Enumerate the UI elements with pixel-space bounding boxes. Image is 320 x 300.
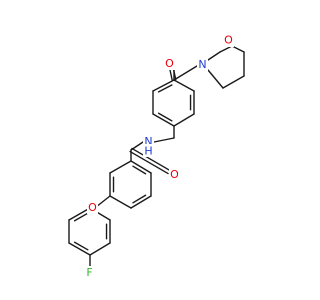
lower-ring-bond-2 <box>68 242 91 256</box>
atom-label-o-morpholine: O <box>224 34 233 47</box>
upper-ring-bond-0 <box>173 79 195 92</box>
lower-ring-inner-bond-4 <box>73 212 89 222</box>
structure-canvas: O N O N H O O F <box>68 34 245 279</box>
amide-carbonyl-double-a <box>129 150 169 175</box>
atom-o-amide: O <box>169 168 180 181</box>
atom-label-n-amide: N <box>144 135 152 148</box>
middle-ring-inner-bond-2 <box>132 194 147 204</box>
morpholine-bond-5 <box>207 69 224 89</box>
atom-label-f-fluoro: F <box>86 266 92 279</box>
middle-ring-bond-3 <box>109 195 132 209</box>
bond-layer <box>68 45 245 267</box>
upper-ring-bond-5 <box>152 79 175 92</box>
middle-ring-bond-0 <box>130 160 152 174</box>
atom-label-h-amide: H <box>144 145 152 158</box>
atom-o-morpholine: O <box>223 34 234 47</box>
upper-ring-bond-3 <box>152 113 175 127</box>
lower-ring-bond-1 <box>89 242 111 256</box>
atom-o-carbonyl-top: O <box>164 57 175 70</box>
amide-n-link <box>173 65 198 81</box>
atom-label-o-carbonyl-top: O <box>165 57 174 70</box>
lower-ring-bond-4 <box>68 207 91 221</box>
atom-label-o-amide: O <box>170 168 179 181</box>
upper-ring-bond-2 <box>173 113 195 127</box>
molecule-diagram: O N O N H O O F <box>68 34 245 279</box>
atom-o-ether: O <box>87 201 98 214</box>
lower-ring-inner-bond-2 <box>73 241 89 251</box>
atom-h-amide: H <box>143 144 154 158</box>
atom-layer: O N O N H O O F <box>84 34 234 279</box>
atom-n-amide: N <box>143 135 154 148</box>
amide-carbonyl-double-b <box>131 147 171 172</box>
upper-ring-inner-bond-5 <box>157 84 173 93</box>
middle-ring-bond-2 <box>130 195 152 209</box>
atom-f-fluoro: F <box>84 266 95 279</box>
ether-bond-a <box>95 195 111 208</box>
middle-ring-bond-5 <box>109 160 132 174</box>
morpholine-bond-4 <box>222 75 245 89</box>
ch2-n-bond <box>153 137 175 143</box>
upper-ring-inner-bond-3 <box>157 112 173 122</box>
atom-label-n-morpholine: N <box>198 58 206 71</box>
atom-label-o-ether: O <box>88 201 97 214</box>
atom-n-morpholine: N <box>197 58 208 71</box>
middle-ring-inner-bond-0 <box>132 165 147 175</box>
